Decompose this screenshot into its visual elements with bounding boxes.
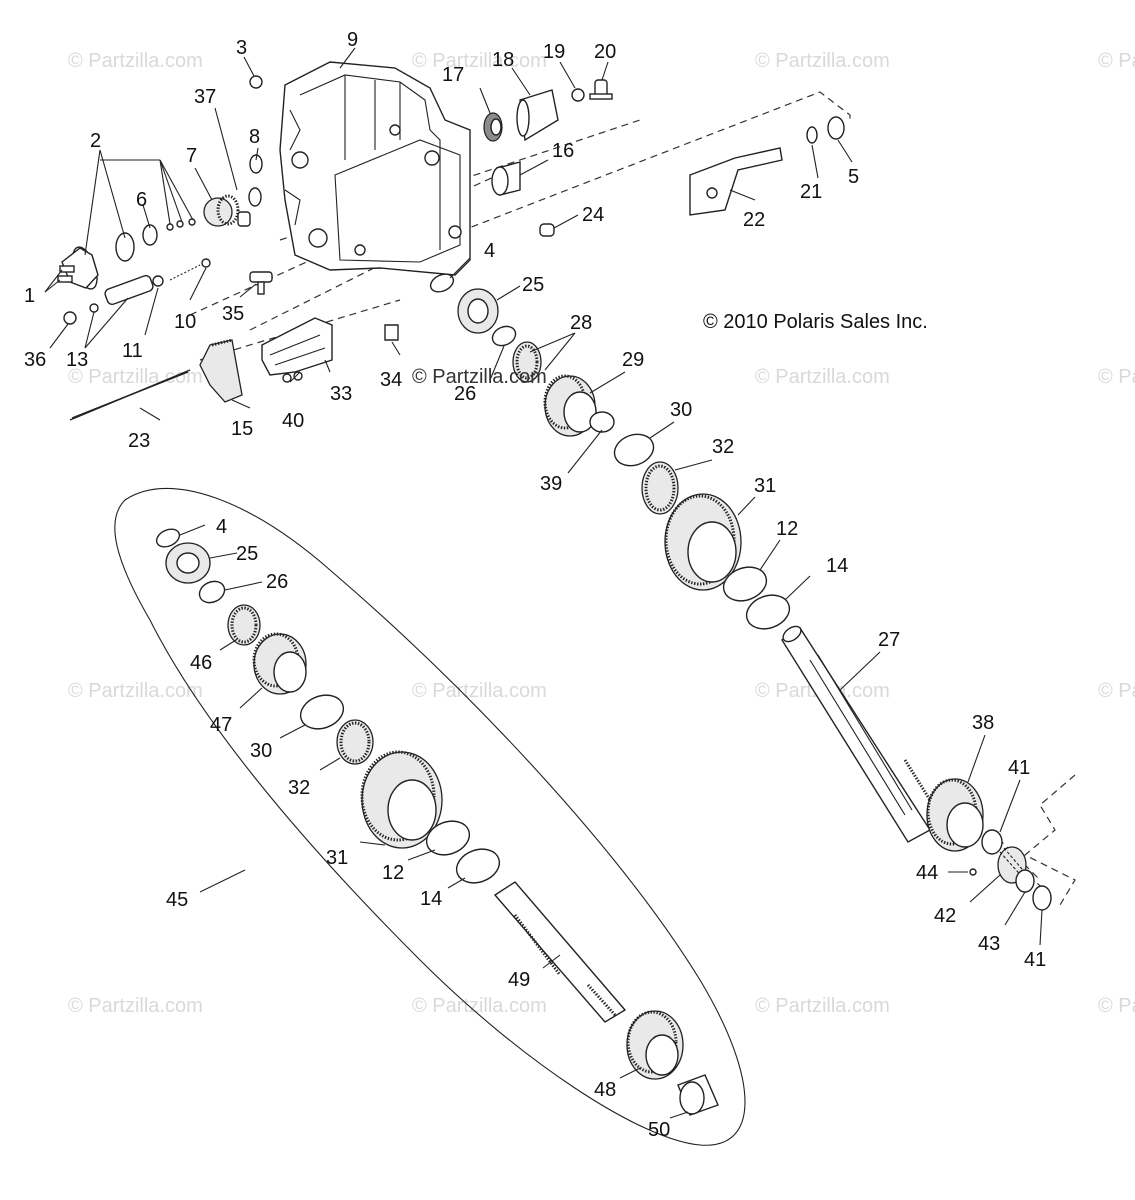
callout-50: 50: [648, 1119, 670, 1141]
callout-37: 37: [194, 86, 216, 108]
callout-32: 32: [288, 777, 310, 799]
callout-41: 41: [1008, 757, 1030, 779]
callout-39: 39: [540, 473, 562, 495]
watermark: © Partzilla.com: [755, 366, 890, 388]
callout-2: 2: [90, 130, 101, 152]
kit-45-parts: [155, 528, 719, 1116]
kit-45-enclosure: [114, 487, 746, 1146]
callout-29: 29: [622, 349, 644, 371]
upper-gear-stack: [429, 273, 791, 630]
callout-26: 26: [454, 383, 476, 405]
callout-40: 40: [282, 410, 304, 432]
callout-7: 7: [186, 145, 197, 167]
callout-10: 10: [174, 311, 196, 333]
callout-45: 45: [166, 889, 188, 911]
callout-42: 42: [934, 905, 956, 927]
watermark: © Partzilla.com: [412, 995, 547, 1017]
callout-49: 49: [508, 969, 530, 991]
callout-18: 18: [492, 49, 514, 71]
callout-31: 31: [326, 847, 348, 869]
callout-12: 12: [382, 862, 404, 884]
callout-30: 30: [670, 399, 692, 421]
callout-19: 19: [543, 41, 565, 63]
callout-5: 5: [848, 166, 859, 188]
callout-27: 27: [878, 629, 900, 651]
callout-44: 44: [916, 862, 938, 884]
callout-22: 22: [743, 209, 765, 231]
callout-43: 43: [978, 933, 1000, 955]
callout-8: 8: [249, 126, 260, 148]
watermark: © Partzilla.com: [412, 680, 547, 702]
watermark: © Partzilla.com: [68, 50, 203, 72]
callout-38: 38: [972, 712, 994, 734]
callout-33: 33: [330, 383, 352, 405]
watermark: © Partzilla.com: [68, 995, 203, 1017]
callout-32: 32: [712, 436, 734, 458]
callout-numbers: 1 2 3 4 4 5 6 7 8 9 10 11 12 12 13 14 14…: [24, 29, 1046, 1141]
callout-47: 47: [210, 714, 232, 736]
callout-25: 25: [522, 274, 544, 296]
callout-48: 48: [594, 1079, 616, 1101]
callout-14: 14: [826, 555, 848, 577]
callout-34: 34: [380, 369, 402, 391]
copyright-notice: © 2010 Polaris Sales Inc.: [703, 311, 928, 333]
callout-13: 13: [66, 349, 88, 371]
callout-12: 12: [776, 518, 798, 540]
callout-3: 3: [236, 37, 247, 59]
watermark: © Partzilla.com: [1098, 995, 1135, 1017]
callout-9: 9: [347, 29, 358, 51]
watermark: © Partzilla.com: [755, 50, 890, 72]
callout-35: 35: [222, 303, 244, 325]
callout-36: 36: [24, 349, 46, 371]
callout-11: 11: [122, 340, 143, 362]
callout-6: 6: [136, 189, 147, 211]
callout-4: 4: [216, 516, 227, 538]
output-shaft-27: [781, 625, 1052, 911]
watermark: © Partzilla.com: [755, 995, 890, 1017]
callout-28: 28: [570, 312, 592, 334]
callout-21: 21: [800, 181, 822, 203]
upper-small-parts: [483, 79, 845, 237]
shift-fork-assembly: [69, 317, 333, 421]
callout-26: 26: [266, 571, 288, 593]
callout-24: 24: [582, 204, 604, 226]
callout-leaders: [44, 47, 1043, 1119]
shift-components: [57, 75, 399, 341]
callout-31: 31: [754, 475, 776, 497]
watermark: © Partzilla.com: [1098, 50, 1135, 72]
callout-20: 20: [594, 41, 616, 63]
callout-46: 46: [190, 652, 212, 674]
watermark: © Partzilla.com: [412, 366, 547, 388]
watermark: © Partzilla.com: [1098, 366, 1135, 388]
watermark: © Partzilla.com: [68, 680, 203, 702]
callout-4: 4: [484, 240, 495, 262]
callout-15: 15: [231, 418, 253, 440]
callout-23: 23: [128, 430, 150, 452]
callout-16: 16: [552, 140, 574, 162]
callout-30: 30: [250, 740, 272, 762]
watermark: © Partzilla.com: [68, 366, 203, 388]
callout-17: 17: [442, 64, 464, 86]
callout-25: 25: [236, 543, 258, 565]
callout-1: 1: [24, 285, 35, 307]
callout-14: 14: [420, 888, 442, 910]
transmission-housing: [279, 61, 471, 276]
watermark: © Partzilla.com: [412, 50, 547, 72]
watermark: © Partzilla.com: [1098, 680, 1135, 702]
callout-41: 41: [1024, 949, 1046, 971]
watermark-grid: © Partzilla.com © Partzilla.com © Partzi…: [68, 50, 1135, 1017]
